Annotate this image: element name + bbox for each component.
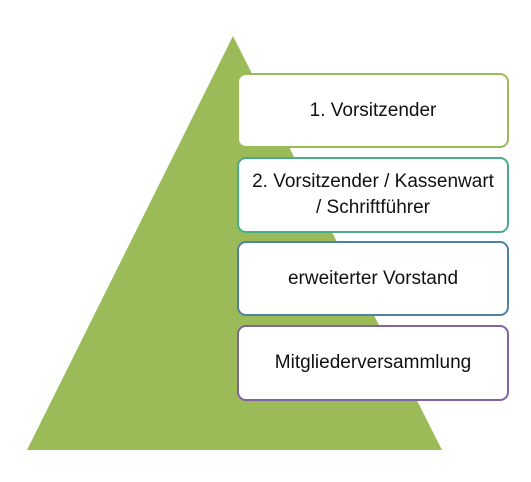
level-box-general-assembly: Mitgliederversammlung [237,325,509,401]
level-box-board: 2. Vorsitzender / Kassenwart / Schriftfü… [237,157,509,233]
level-label-chairman: 1. Vorsitzender [309,99,437,121]
level-label-board: 2. Vorsitzender / Kassenwart / Schriftfü… [252,171,494,218]
level-label-extended-board: erweiterter Vorstand [287,267,459,289]
level-label-general-assembly: Mitgliederversammlung [274,352,472,373]
level-box-extended-board: erweiterter Vorstand [237,241,509,316]
level-box-chairman: 1. Vorsitzender [237,73,509,148]
